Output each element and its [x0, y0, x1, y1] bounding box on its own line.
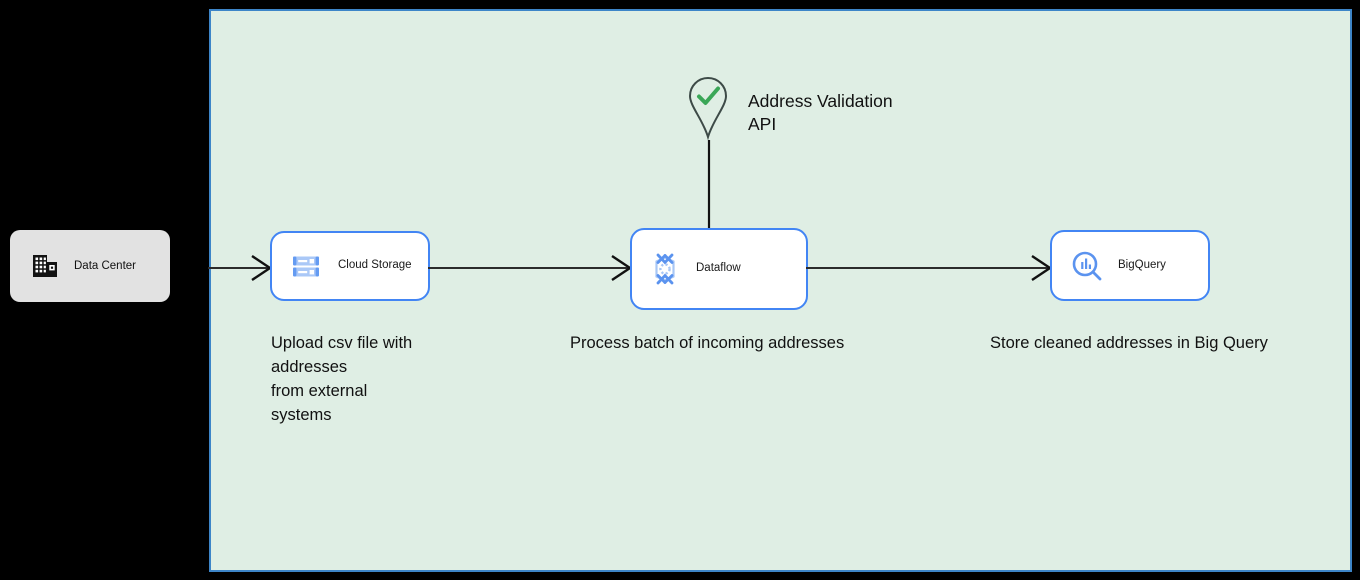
node-dataflow[interactable]: Dataflow [630, 228, 808, 310]
map-pin-check-icon [688, 76, 728, 141]
connector-dataflow-to-bigquery [806, 255, 1053, 281]
connector-data-center-to-cloud-storage [208, 255, 273, 281]
connector-api-to-dataflow [707, 140, 711, 230]
node-cloud-storage[interactable]: Cloud Storage [270, 231, 430, 301]
caption-bigquery: Store cleaned addresses in Big Query [990, 334, 1268, 352]
api-marker-label: Address Validation API [748, 91, 893, 134]
node-data-center[interactable]: Data Center [10, 230, 170, 302]
node-dataflow-label: Dataflow [696, 262, 741, 275]
node-cloud-storage-label: Cloud Storage [338, 259, 412, 272]
node-bigquery-label: BigQuery [1118, 258, 1166, 271]
connector-cloud-storage-to-dataflow [428, 255, 633, 281]
dataflow-icon [648, 252, 682, 286]
cloud-storage-icon [290, 250, 322, 282]
caption-dataflow: Process batch of incoming addresses [570, 334, 845, 352]
data-center-label: Data Center [74, 260, 137, 272]
caption-cloud-storage: Upload csv file with addresses from exte… [271, 334, 413, 424]
bigquery-magnifier-icon [1070, 249, 1104, 283]
node-bigquery[interactable]: BigQuery [1050, 230, 1210, 301]
data-center-building-icon [30, 251, 60, 281]
